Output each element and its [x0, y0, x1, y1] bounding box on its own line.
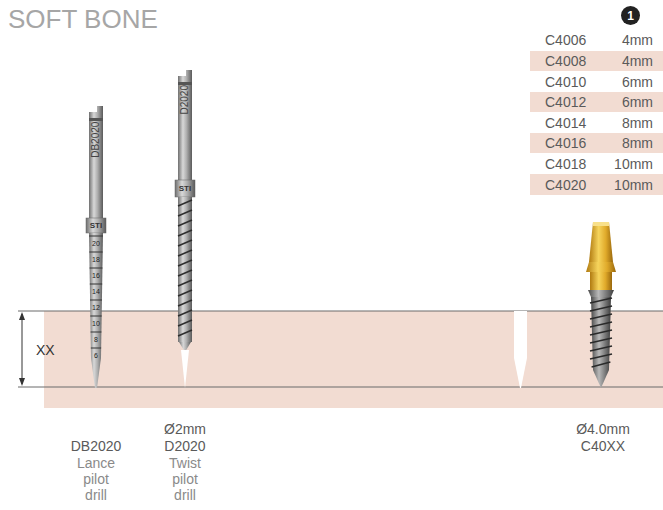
engraved-code: D2020 [179, 85, 191, 114]
drawn-stroke [592, 362, 611, 367]
table-cell: C4006 [545, 32, 586, 48]
diameter-label: Ø2mm [164, 421, 206, 437]
drawn-stroke [590, 314, 612, 319]
brand-mark: STI [90, 221, 102, 230]
drawn-stroke [178, 330, 192, 336]
table-cell: C4012 [545, 94, 586, 110]
table-cell: C4014 [545, 115, 586, 131]
drawn-stroke [89, 252, 102, 253]
table-cell: C4008 [545, 53, 586, 69]
drawn-stroke [90, 268, 103, 269]
engraved-code: DB2020 [90, 122, 102, 158]
drawn-stroke [91, 332, 102, 333]
table-cell: C4018 [545, 156, 586, 172]
drawn-stroke [178, 310, 192, 316]
drawn-stroke [89, 236, 103, 237]
drawn-stroke [90, 300, 102, 301]
depth-mark: 18 [92, 256, 100, 264]
drawn-stroke [178, 260, 192, 266]
table-cell: 10mm [614, 156, 653, 172]
drawn-stroke [178, 270, 192, 276]
table-cell: 4mm [622, 32, 653, 48]
drawn-stroke [590, 306, 612, 311]
drawn-stroke [590, 322, 612, 327]
drawn-stroke [178, 320, 192, 326]
depth-mark: 8 [94, 336, 98, 344]
diameter-label: Ø4.0mm [576, 421, 630, 437]
drawn-stroke [90, 316, 101, 317]
drawn-stroke [178, 220, 192, 226]
depth-mark: 14 [92, 288, 100, 296]
table-cell: C4010 [545, 74, 586, 90]
table-cell: 10mm [614, 177, 653, 193]
drawn-stroke [178, 280, 192, 286]
brand-mark: STI [179, 184, 191, 193]
drawn-stroke [590, 298, 612, 303]
dimension-label: XX [36, 342, 55, 358]
depth-mark: 16 [92, 272, 100, 280]
table-cell: 6mm [622, 74, 653, 90]
depth-mark: 12 [92, 304, 100, 312]
drawn-stroke [178, 300, 192, 306]
table-cell: C4020 [545, 177, 586, 193]
callout-circle: 1 [621, 6, 640, 25]
drawn-stroke [178, 230, 192, 236]
drawn-stroke [590, 330, 612, 335]
table-cell: 4mm [622, 53, 653, 69]
part-code: D2020 [164, 438, 205, 454]
table-cell: C4016 [545, 135, 586, 151]
table-cell: 8mm [622, 135, 653, 151]
depth-mark: 6 [94, 352, 98, 360]
table-cell: 8mm [622, 115, 653, 131]
drawn-stroke [590, 346, 612, 351]
part-code: DB2020 [71, 438, 122, 454]
drawn-stroke [178, 210, 192, 216]
part-code: C40XX [581, 438, 625, 454]
part-name: Twist pilot drill [163, 455, 207, 503]
drawn-stroke [590, 354, 612, 359]
diagram-title: SOFT BONE [8, 5, 158, 35]
drawn-stroke [178, 290, 192, 296]
part-name: Lance pilot drill [74, 455, 118, 503]
table-cell: 6mm [622, 94, 653, 110]
drawn-stroke [90, 284, 102, 285]
drawn-stroke [91, 348, 101, 349]
depth-mark: 10 [92, 320, 100, 328]
drawn-stroke [590, 338, 612, 343]
drawn-stroke [178, 200, 192, 206]
callout-number: 1 [627, 10, 634, 22]
drawn-stroke [178, 240, 192, 246]
depth-mark: 20 [92, 240, 100, 248]
drawn-stroke [178, 250, 192, 256]
